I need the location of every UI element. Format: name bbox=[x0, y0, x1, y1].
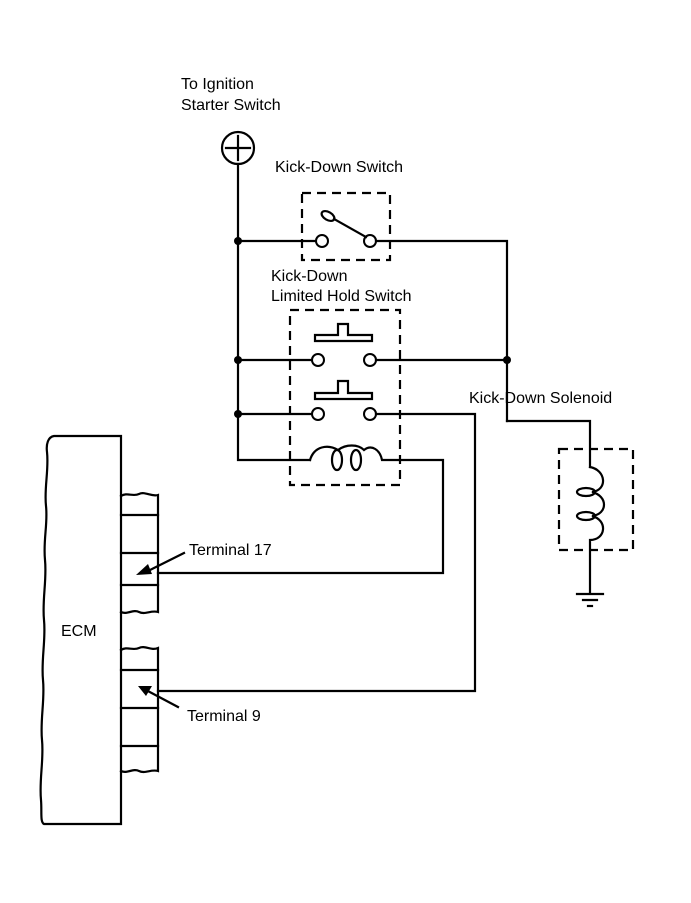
ecm-module bbox=[39, 434, 160, 826]
label-limited-hold-line2: Limited Hold Switch bbox=[271, 288, 412, 305]
kick-down-switch bbox=[236, 191, 509, 423]
label-power-line2: Starter Switch bbox=[181, 97, 281, 114]
limited-hold-switch bbox=[156, 308, 509, 693]
ground-icon bbox=[575, 592, 605, 608]
label-limited-hold-line1: Kick-Down bbox=[271, 268, 347, 285]
label-solenoid: Kick-Down Solenoid bbox=[469, 390, 612, 407]
label-power-line1: To Ignition bbox=[181, 76, 254, 93]
label-terminal-9: Terminal 9 bbox=[187, 708, 261, 725]
junction-dot bbox=[503, 356, 511, 364]
wire-main-bus bbox=[236, 162, 312, 462]
kick-down-solenoid bbox=[505, 419, 635, 595]
power-source-symbol bbox=[220, 130, 256, 166]
label-ecm: ECM bbox=[61, 623, 97, 640]
label-kickdown-switch: Kick-Down Switch bbox=[275, 159, 403, 176]
terminal-9-arrow bbox=[138, 686, 180, 709]
label-terminal-17: Terminal 17 bbox=[189, 542, 272, 559]
terminal-17-arrow bbox=[136, 551, 186, 575]
